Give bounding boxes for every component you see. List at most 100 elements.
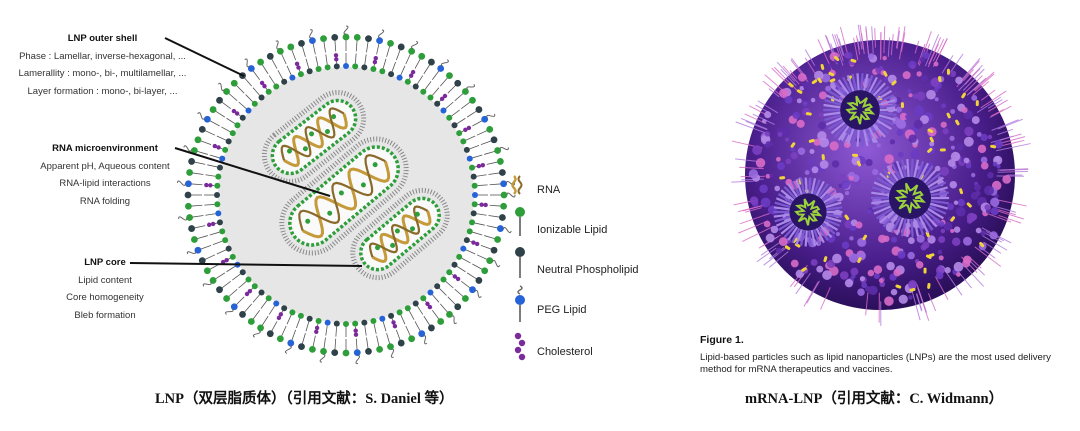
lipid-head [298,343,305,350]
lipid-tail [244,78,251,86]
cholesterol-molecule [453,274,457,278]
lnp-core-line: Core homogeneity [5,289,205,307]
cholesterol-molecule [481,163,485,167]
lipid-head [240,115,246,121]
pore-spike [907,217,908,237]
peg-chain [451,316,456,324]
lipid-bead [805,170,810,175]
lipid-bead [857,288,865,296]
lipid-bead [926,83,931,88]
lipid-head [472,201,478,207]
lipid-head [273,83,279,89]
lipid-head [476,106,483,113]
lipid-bead [827,64,832,69]
lipid-tail [306,322,309,332]
yellow-lipid [924,268,927,274]
lipid-bead [908,237,915,244]
lipid-head [486,257,493,264]
cholesterol-molecule [213,144,217,148]
rna-icon [519,176,522,194]
lipid-head [226,138,232,144]
peg-chain [226,309,234,315]
lipid-bead [941,229,945,233]
lipid-bead [849,236,853,240]
lipid-tail [197,236,208,239]
lipid-tail [472,264,482,269]
lipid-tail [374,324,376,334]
lipid-bead [945,267,951,273]
lipid-head [266,89,272,95]
lipid-bead [803,102,808,107]
cholesterol-molecule [279,312,283,316]
cholesterol-molecule [235,111,239,115]
lipid-tail [316,56,318,66]
lipid-bead [765,131,770,136]
lipid-bead [891,289,897,295]
lipid-head [452,122,458,128]
lipid-head [452,262,458,268]
lipid-bead [908,280,917,289]
lipid-head [277,335,284,342]
lipid-head [320,348,327,355]
lipid-bead [822,270,832,280]
lipid-tail [396,50,400,60]
lipid-tail [477,175,487,176]
lipid-tail [306,59,309,69]
lipid-head [405,305,411,311]
lipid-tail [487,226,498,228]
lipid-bead [759,185,768,194]
cholesterol-molecule [373,60,377,64]
lipid-bead [922,241,929,248]
peg-fiber [875,28,876,48]
yellow-lipid [940,148,946,151]
lipid-bead [941,122,947,128]
lipid-bead [774,186,780,192]
lipid-head [239,311,246,318]
cholesterol-molecule [354,332,358,336]
lipid-head [408,335,415,342]
rna-microenvironment-annotation: RNA microenvironment Apparent pH, Aqueou… [5,140,205,210]
lipid-bead [845,279,853,287]
lipid-bead [777,162,785,170]
lipid-head [365,35,372,42]
lipid-tail [324,338,326,349]
cholesterol-molecule [409,73,413,77]
lipid-bead [762,119,766,123]
lipid-head [186,214,193,221]
lipid-head [309,346,316,353]
lipid-bead [956,143,964,151]
lipid-head [316,66,322,72]
legend-label-peg-lipid: PEG Lipid [537,304,587,316]
lipid-head [408,48,415,55]
lipid-tail [462,258,471,263]
peg-chain [198,113,205,120]
lipid-head [204,116,211,123]
lipid-head [230,254,236,260]
lipid-bead [938,250,942,254]
peg-chain [500,147,508,149]
lipid-head [252,283,258,289]
lipid-bead [820,160,829,169]
lipid-bead [951,152,960,161]
lipid-bead [860,276,865,281]
lipid-head [413,83,419,89]
lipid-head [464,237,470,243]
lipid-bead [765,141,771,147]
lipid-bead [897,251,905,259]
lipid-bead [778,132,783,137]
lipid-head [219,228,225,234]
lipid-bead [798,147,806,155]
lipid-tail [335,339,336,350]
lipid-head [217,165,223,171]
lipid-bead [797,98,802,103]
lipid-bead [908,295,913,300]
lipid-bead [941,103,946,108]
lipid-tail [282,326,287,336]
lipid-bead [950,109,955,114]
rna-microenvironment-line: Apparent pH, Aqueous content [5,158,205,176]
lipid-head [287,340,294,347]
lipid-head [316,318,322,324]
cholesterol-molecule [207,223,211,227]
lipid-bead [849,253,859,263]
